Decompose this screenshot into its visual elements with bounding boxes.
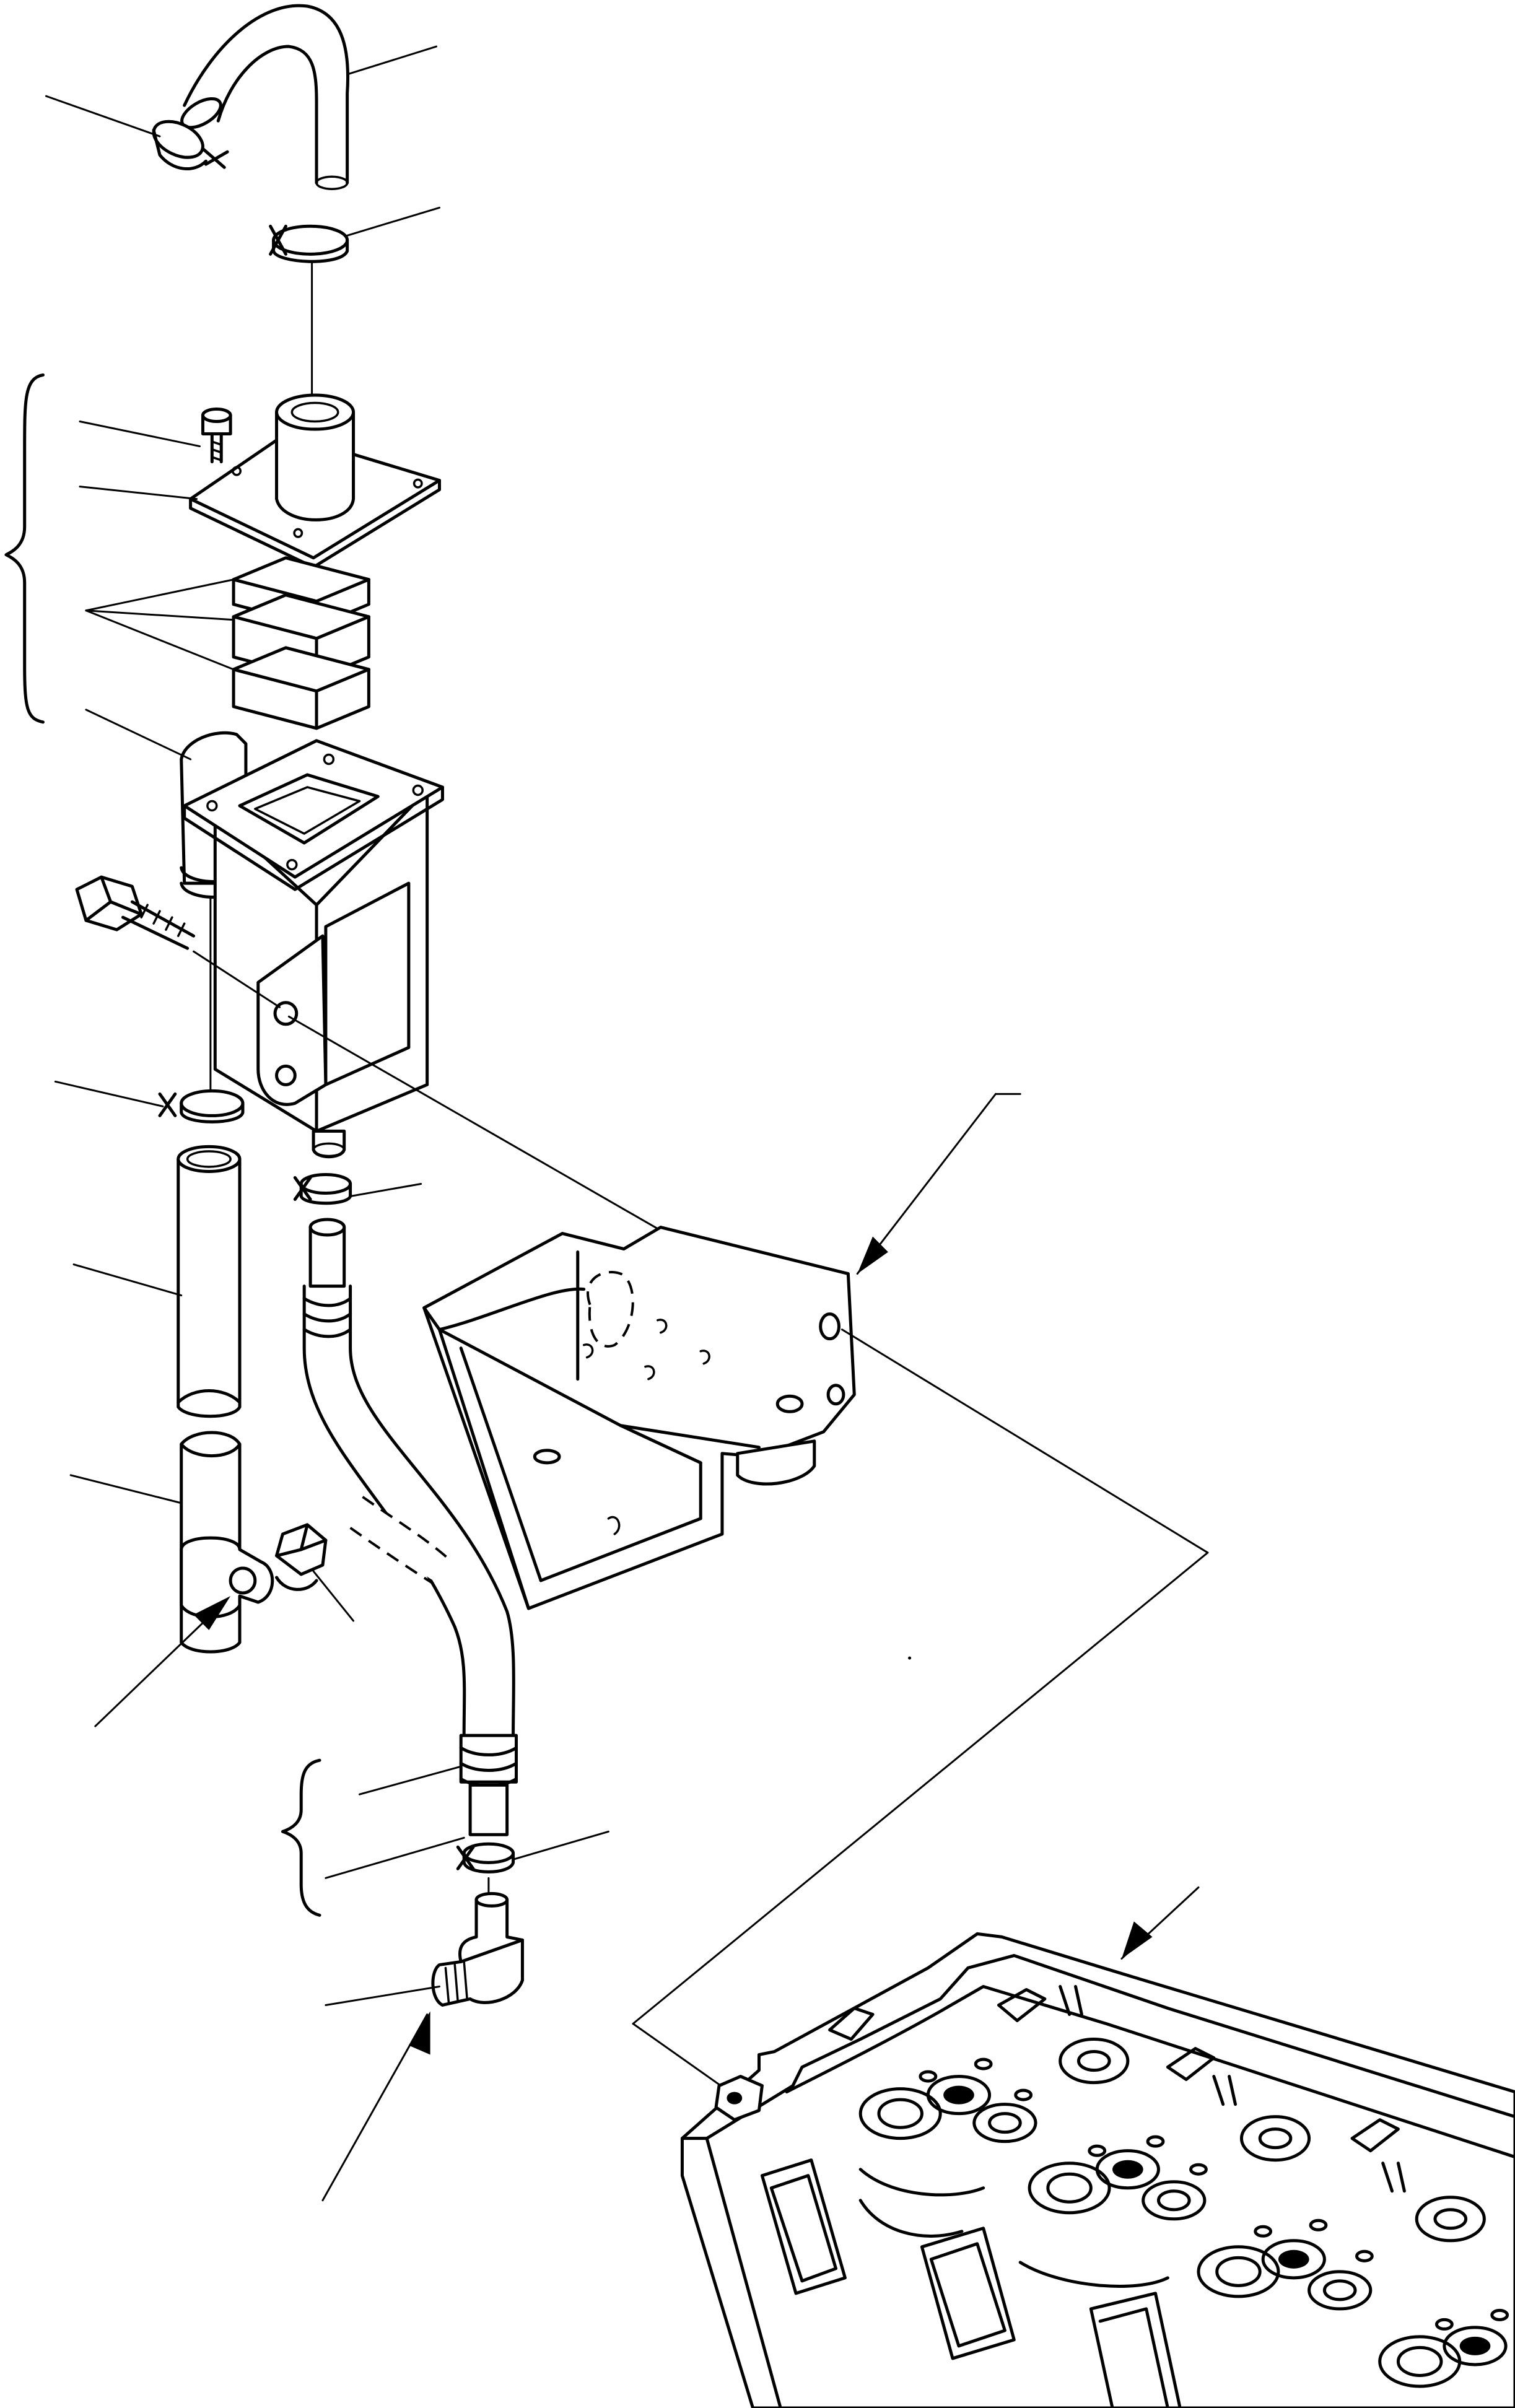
hose-clamp-upper xyxy=(271,226,347,261)
pointer-arrows xyxy=(193,1236,1153,2055)
leader-lines xyxy=(46,46,1198,2201)
mounting-bracket xyxy=(424,1228,855,1608)
elbow-hose xyxy=(177,6,347,189)
hose-clamp-left xyxy=(160,1091,243,1122)
vent-pipe-upper xyxy=(178,1146,240,1416)
elbow-fitting xyxy=(433,1893,523,2005)
cylinder-head xyxy=(682,1934,1515,2408)
clip-bolt xyxy=(277,1525,326,1590)
mounting-bolt-housing xyxy=(77,877,194,948)
filter-element-3 xyxy=(234,648,369,728)
hose-cap xyxy=(148,115,227,169)
hose-clamp-lower xyxy=(458,1844,513,1872)
hose-clamp-center xyxy=(295,1174,350,1203)
plate-bolt xyxy=(203,409,230,462)
filter-elements xyxy=(234,558,369,728)
group-brace-filter-kit xyxy=(6,375,43,722)
drain-hose xyxy=(304,1219,516,1834)
pipe-clip xyxy=(181,1538,273,1617)
breather-housing xyxy=(181,733,443,1156)
cover-plate xyxy=(191,395,440,567)
group-brace-hose-fitting xyxy=(282,1760,320,1915)
